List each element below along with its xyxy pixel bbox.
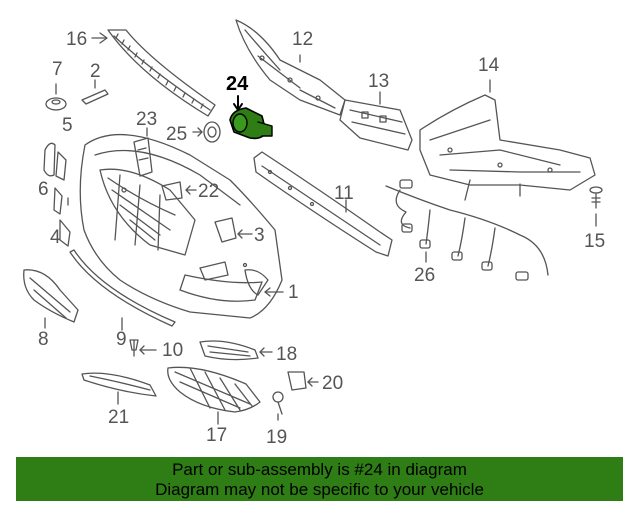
lower-grille-part — [167, 366, 261, 425]
support-bracket-12-part — [235, 19, 346, 116]
cover-22-part — [161, 181, 197, 201]
callout-22[interactable]: 22 — [198, 181, 220, 202]
reinforcement-14-part — [419, 79, 596, 201]
callout-8[interactable]: 8 — [38, 329, 49, 350]
banner-line-1: Part or sub-assembly is #24 in diagram — [172, 460, 467, 479]
clip-20-part — [287, 371, 319, 391]
callout-3[interactable]: 3 — [254, 225, 265, 246]
callout-23[interactable]: 23 — [136, 109, 158, 130]
diagram-drawing — [23, 19, 603, 425]
trim-18-part — [199, 340, 273, 361]
callout-25[interactable]: 25 — [166, 124, 188, 145]
molding-strip-part — [69, 249, 176, 331]
callout-11[interactable]: 11 — [334, 183, 354, 204]
absorber-13-part — [339, 91, 413, 151]
callout-1[interactable]: 1 — [288, 282, 299, 303]
callout-7[interactable]: 7 — [52, 59, 63, 80]
bumper-beam-part — [253, 151, 393, 257]
callout-4[interactable]: 4 — [50, 227, 61, 248]
bracket-left-part — [43, 142, 71, 247]
callout-15[interactable]: 15 — [584, 231, 606, 252]
bumper-cover-part — [79, 134, 284, 319]
callout-26[interactable]: 26 — [414, 265, 436, 286]
screw-15-part — [589, 186, 603, 227]
screw-19-part — [272, 391, 284, 421]
callout-5[interactable]: 5 — [62, 115, 73, 136]
parking-sensor-part — [229, 95, 273, 140]
parts-diagram: 16 7 2 24 12 13 14 5 23 25 6 22 11 15 4 … — [23, 19, 606, 448]
plug-part — [45, 83, 67, 111]
callout-20[interactable]: 20 — [322, 373, 344, 394]
license-plate-bracket-part — [23, 269, 79, 329]
trim-21-part — [81, 372, 157, 405]
info-banner: Part or sub-assembly is #24 in diagram D… — [16, 457, 623, 501]
callout-24[interactable]: 24 — [226, 73, 249, 95]
grille-strip-part — [91, 29, 216, 117]
callout-17[interactable]: 17 — [206, 425, 228, 446]
clip-10-part — [129, 339, 157, 357]
callout-19[interactable]: 19 — [266, 427, 288, 448]
banner-line-2: Diagram may not be specific to your vehi… — [155, 480, 484, 499]
washer-part — [192, 121, 221, 143]
callout-12[interactable]: 12 — [292, 29, 314, 50]
bracket-3-part — [214, 217, 253, 243]
callout-9[interactable]: 9 — [116, 329, 127, 350]
wiring-harness-part — [385, 179, 549, 281]
bracket-23-part — [133, 127, 153, 177]
callout-10[interactable]: 10 — [162, 340, 184, 361]
clip-part — [81, 79, 109, 105]
callout-21[interactable]: 21 — [108, 407, 130, 428]
callout-2[interactable]: 2 — [90, 61, 101, 82]
callout-6[interactable]: 6 — [38, 179, 49, 200]
callout-13[interactable]: 13 — [368, 71, 390, 92]
callout-18[interactable]: 18 — [276, 344, 298, 365]
callout-16[interactable]: 16 — [66, 29, 88, 50]
callout-14[interactable]: 14 — [478, 55, 500, 76]
